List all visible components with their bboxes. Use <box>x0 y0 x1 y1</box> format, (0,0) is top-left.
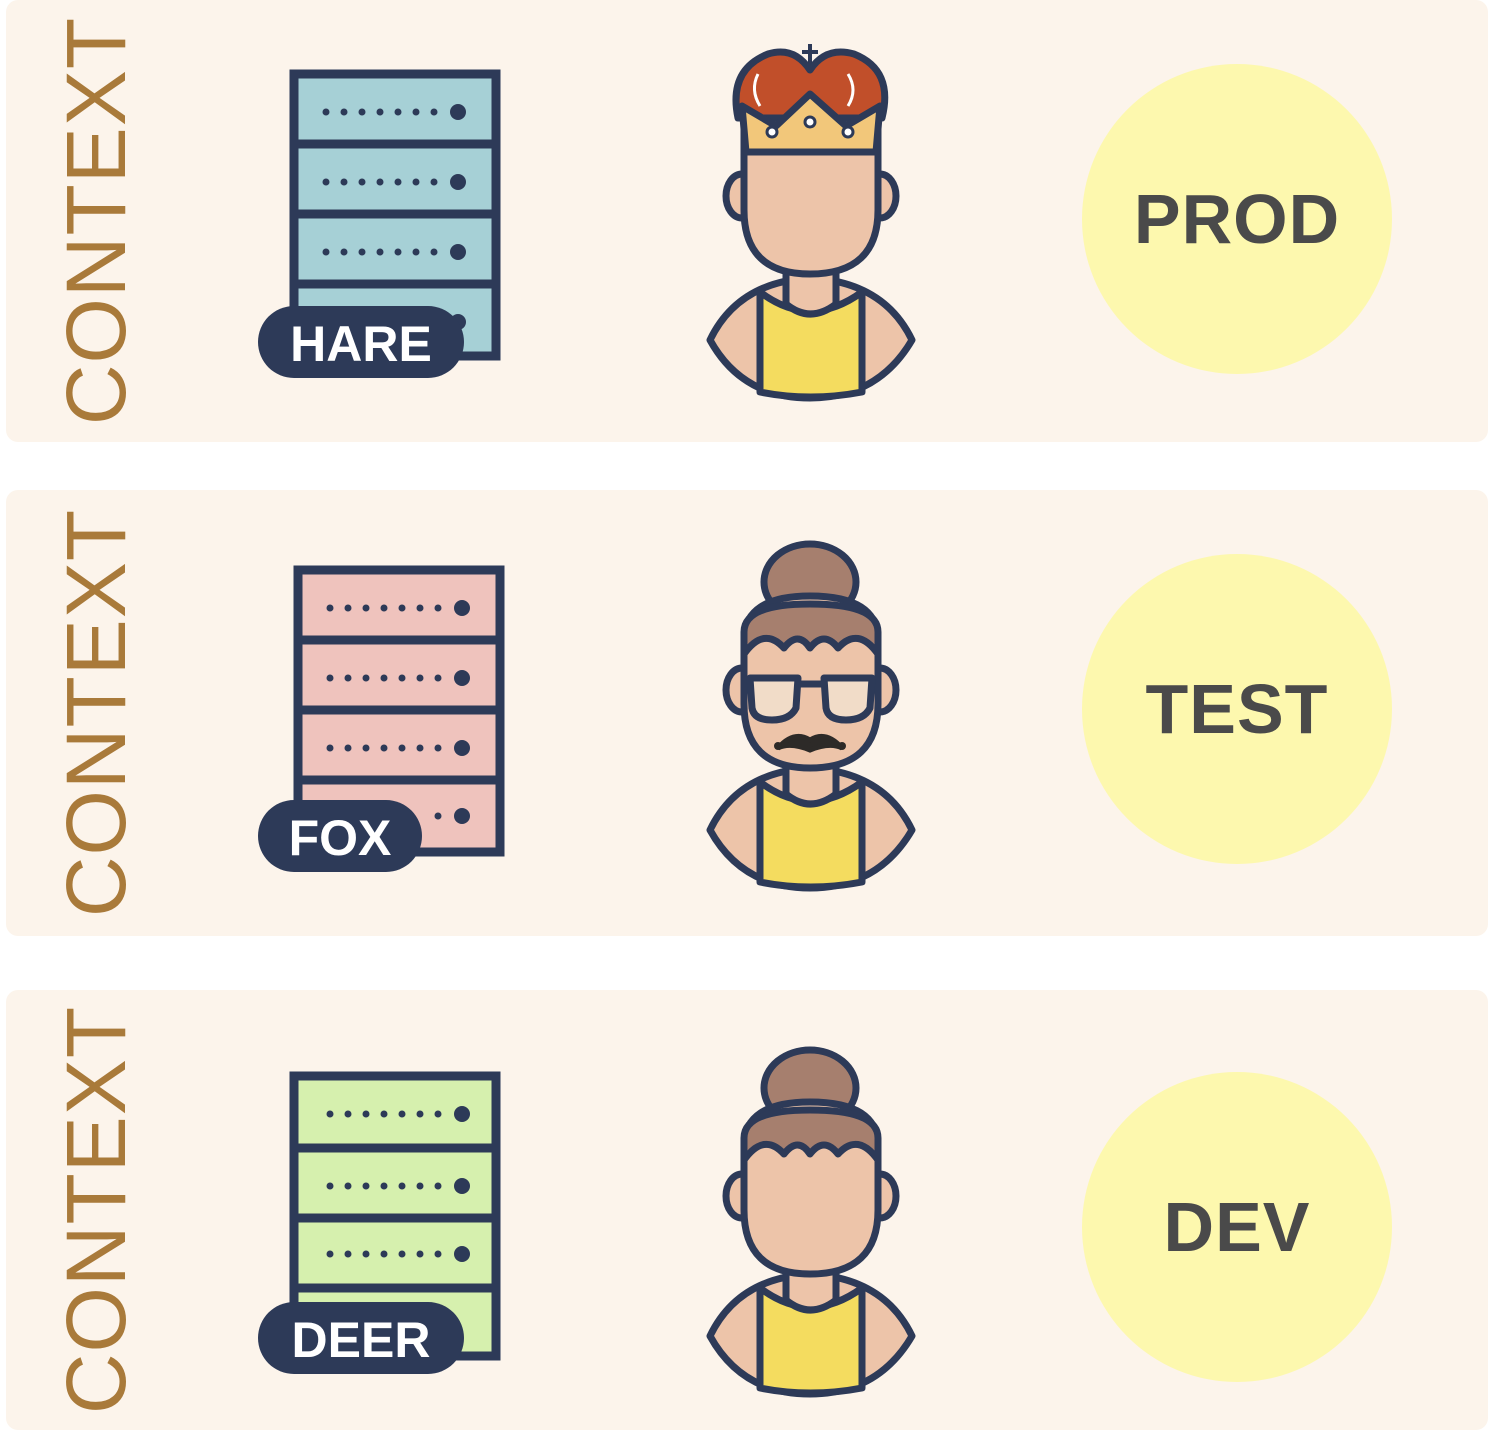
server-name: FOX <box>289 810 392 866</box>
context-row-prod: CONTEXT <box>6 0 1488 442</box>
server-name: HARE <box>290 316 432 372</box>
context-row-test: CONTEXT <box>6 490 1488 936</box>
context-label: CONTEXT <box>49 16 143 426</box>
context-row-dev: CONTEXT DEER <box>6 990 1488 1430</box>
server-rack-icon: HARE <box>258 69 501 378</box>
env-circle-dev: DEV <box>1082 1072 1392 1382</box>
context-label: CONTEXT <box>49 1005 143 1415</box>
server-name-badge <box>258 306 464 378</box>
server-name-badge <box>258 1302 464 1374</box>
env-circle-prod: PROD <box>1082 64 1392 374</box>
server-name-badge <box>258 800 422 872</box>
hipster-avatar-icon <box>706 540 916 892</box>
person-avatar-icon <box>706 1046 916 1398</box>
king-avatar-icon <box>706 44 916 402</box>
context-label: CONTEXT <box>49 508 143 918</box>
server-name: DEER <box>292 1312 431 1368</box>
server-rack-icon: DEER <box>258 1071 501 1374</box>
server-rack-icon: FOX <box>258 565 505 872</box>
env-circle-test: TEST <box>1082 554 1392 864</box>
